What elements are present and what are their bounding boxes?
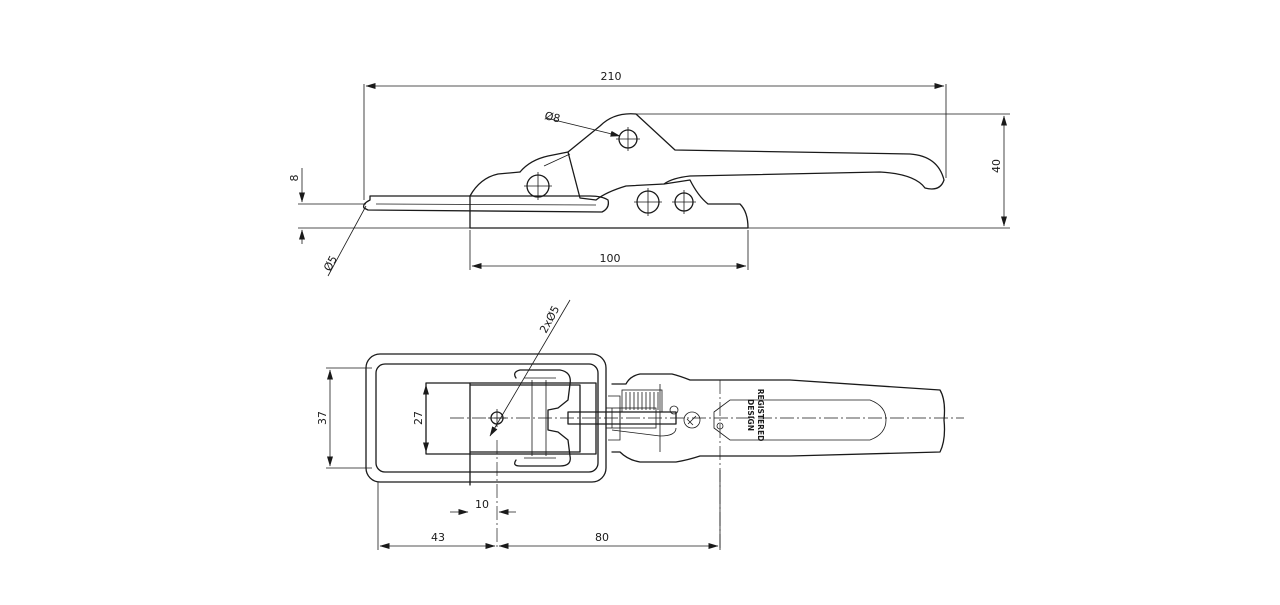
- hook-loop: [514, 369, 571, 467]
- design-registered-mark: DESIGN REGISTERED: [746, 389, 765, 442]
- strike-opening: [425, 382, 597, 455]
- dim-text-8: 8: [288, 175, 301, 182]
- strike-plate-inner: [375, 363, 599, 473]
- dim-text-40: 40: [990, 159, 1003, 173]
- logo-icon: [669, 405, 679, 415]
- hole-center-marks: [524, 127, 696, 216]
- dim-text-210: 210: [601, 70, 622, 83]
- dim-text-80: 80: [595, 531, 609, 544]
- side-view: 210 Ø8 40 8 Ø5 100: [288, 70, 1010, 277]
- dim-hook-tip: Ø5: [321, 205, 367, 277]
- base-plate: [469, 179, 749, 229]
- dim-hook-thickness: 8: [288, 168, 470, 244]
- top-view: DESIGN REGISTERED 2xØ5 37 27: [316, 299, 964, 550]
- vertical-center-lines: [496, 380, 721, 548]
- emblem-icon: [683, 411, 701, 429]
- dim-text-100: 100: [600, 252, 621, 265]
- dim-mount-holes: 2xØ5: [489, 299, 571, 437]
- dim-strike-width: 37: [316, 367, 372, 469]
- dim-text-37: 37: [316, 411, 329, 425]
- dim-pivot-hole: Ø8: [543, 109, 621, 137]
- dim-strike-opening: 27: [412, 384, 429, 453]
- dim-hole-offset: 10: [450, 498, 516, 515]
- lever-handle-outline: [567, 113, 945, 201]
- brand-line-2: REGISTERED: [756, 389, 765, 442]
- dim-text-10: 10: [475, 498, 489, 511]
- latch-frame: [469, 382, 581, 486]
- dim-text-d5: Ø5: [321, 253, 340, 273]
- brand-line-1: DESIGN: [746, 399, 755, 431]
- dim-text-d8: Ø8: [543, 109, 561, 125]
- hook-plate: [519, 151, 569, 173]
- hook-rod: [362, 195, 610, 213]
- dim-bottom-chain: 43 80: [377, 470, 721, 550]
- dim-text-43: 43: [431, 531, 445, 544]
- dim-height: 40: [636, 113, 1010, 229]
- dim-overall-length: 210: [363, 70, 947, 200]
- dim-base-length: 100: [469, 230, 749, 270]
- spring: [621, 389, 663, 413]
- dim-text-27: 27: [412, 411, 425, 425]
- lever-top-outline: [611, 373, 946, 463]
